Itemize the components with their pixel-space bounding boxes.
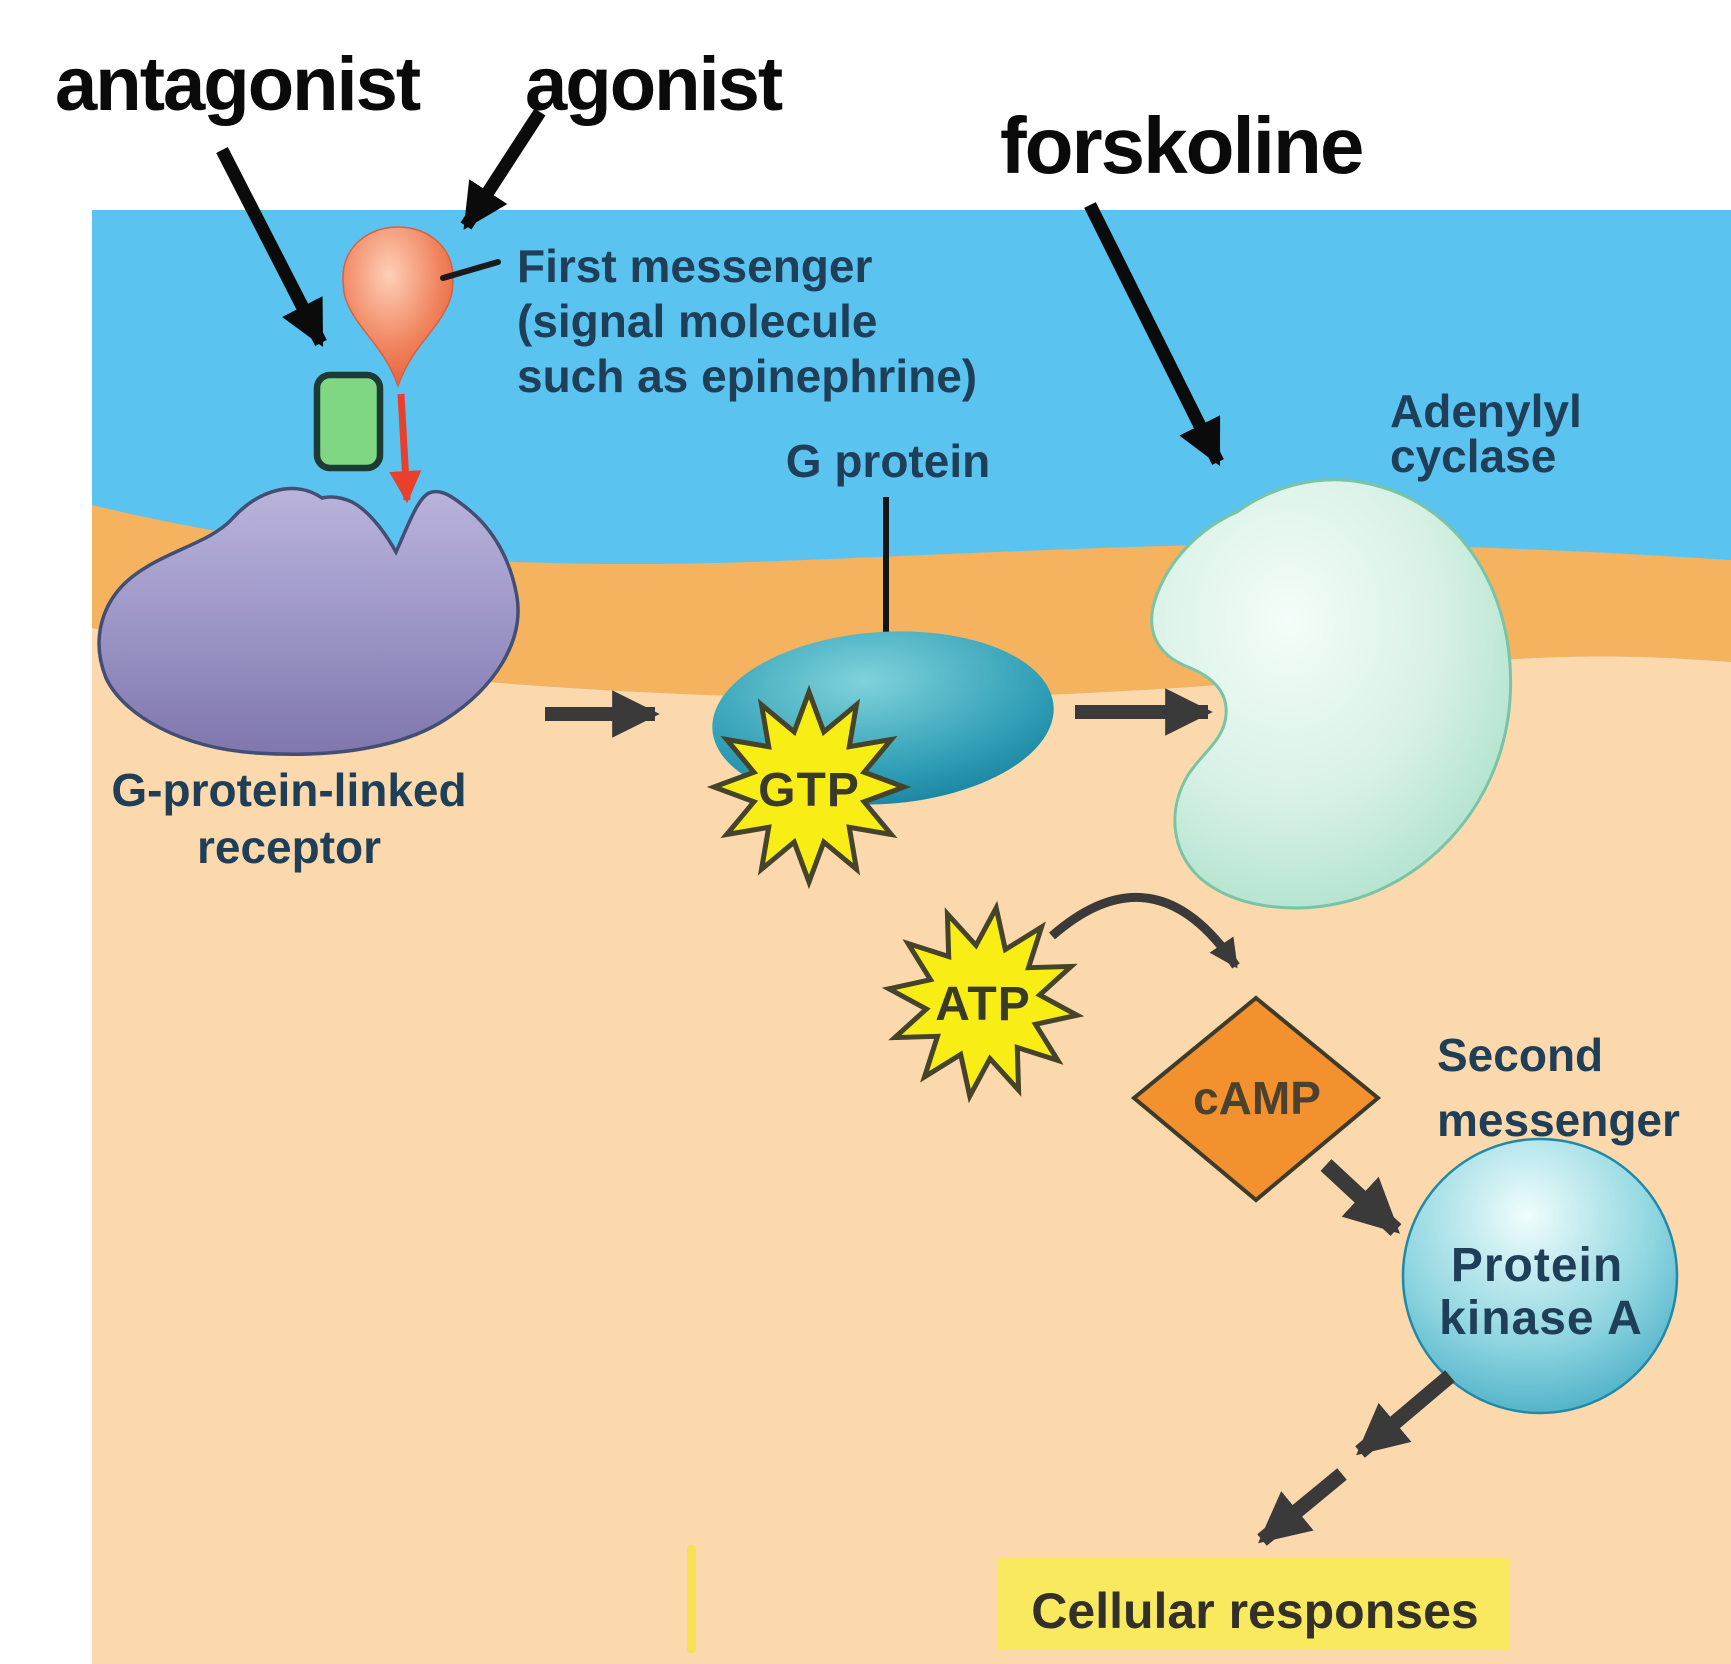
- agonist-arrow: [460, 108, 546, 230]
- binding-red-arrow: [389, 393, 422, 504]
- protein-kinase-a-label-line-1: Protein: [1451, 1239, 1623, 1292]
- yellow-artifact-line: [687, 1545, 696, 1653]
- gtp-label: GTP: [758, 764, 860, 817]
- protein-kinase-a-shape: [1401, 1137, 1679, 1415]
- antagonist-molecule: [313, 371, 384, 472]
- adenylyl-cyclase-label-line-2: cyclase: [1390, 430, 1556, 482]
- adenylyl-cyclase-label-line-1: Adenylyl: [1390, 385, 1582, 437]
- adenylyl-cyclase-shape: [1150, 478, 1513, 910]
- camp-diamond: [1130, 995, 1382, 1203]
- antagonist-arrow: [216, 147, 327, 348]
- agonist-label: agonist: [525, 42, 783, 127]
- cellular-responses-label: Cellular responses: [1031, 1583, 1478, 1639]
- antagonist-label: antagonist: [55, 42, 421, 127]
- g-protein-label: G protein: [786, 435, 990, 487]
- second-messenger-label-line-2: messenger: [1437, 1094, 1680, 1146]
- gpcr-label-line-2: receptor: [197, 821, 381, 873]
- cellular-responses-box: [998, 1558, 1510, 1650]
- pka-response-arrow-2: [1257, 1468, 1347, 1546]
- first-messenger-label-line-2: (signal molecule: [517, 295, 877, 347]
- second-messenger-label-line-1: Second: [1437, 1029, 1603, 1081]
- protein-kinase-a-label-line-2: kinase A: [1439, 1292, 1643, 1345]
- forskoline-arrow: [1084, 202, 1224, 467]
- atp-label: ATP: [935, 978, 1030, 1031]
- first-messenger-label-line-1: First messenger: [517, 240, 872, 292]
- camp-label: cAMP: [1193, 1072, 1321, 1124]
- first-messenger-label-line-3: such as epinephrine): [517, 350, 977, 402]
- pka-response-arrow-1: [1355, 1370, 1455, 1458]
- first-messenger-pointer-line: [440, 259, 501, 281]
- forskoline-label: forskoline: [1000, 101, 1362, 190]
- gpcr-shape: [97, 486, 520, 756]
- camp-to-pka-arrow: [1320, 1159, 1402, 1236]
- gpcr-label-line-1: G-protein-linked: [111, 764, 466, 816]
- first-messenger-molecule: [342, 226, 454, 389]
- catalysis-curved-arrow: [1049, 892, 1240, 969]
